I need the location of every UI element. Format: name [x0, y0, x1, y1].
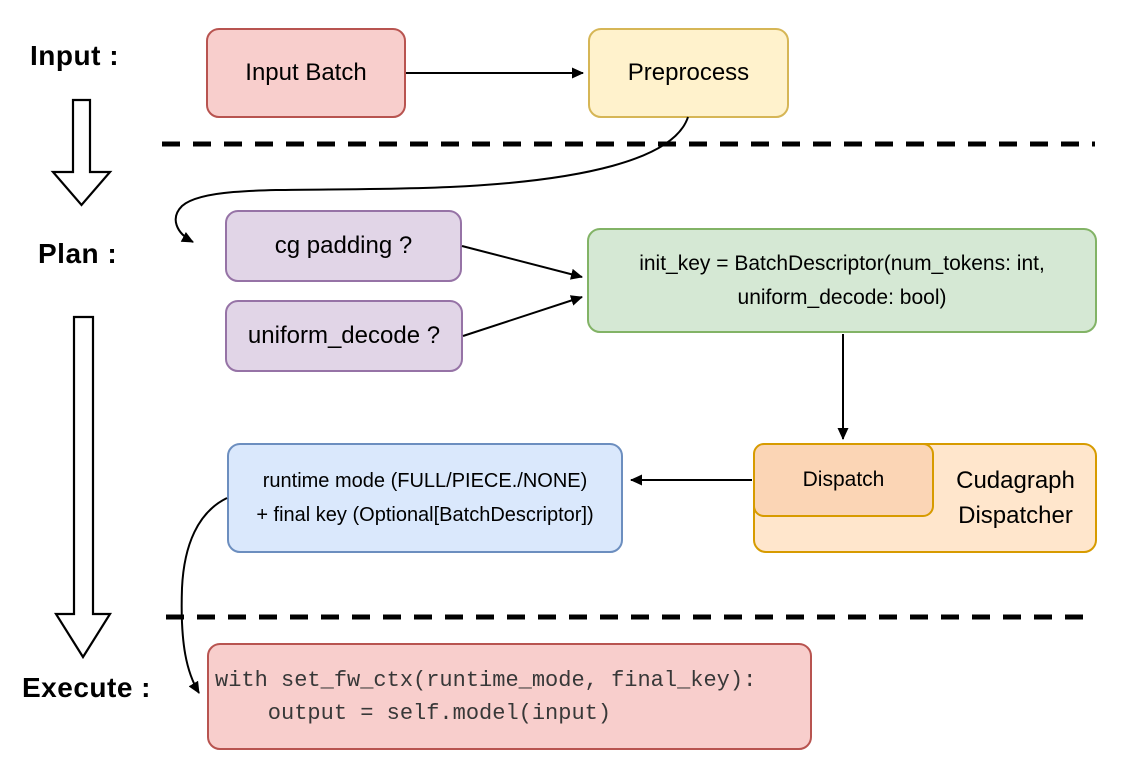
- node-init-key-line1: init_key = BatchDescriptor(num_tokens: i…: [639, 251, 1045, 275]
- node-cudagraph-dispatcher-label: Cudagraph Dispatcher: [956, 467, 1075, 529]
- node-uniform-decode-label: uniform_decode ?: [247, 322, 441, 349]
- execute-code-line1: with set_fw_ctx(runtime_mode, final_key)…: [215, 667, 757, 693]
- execute-code-line2: output = self.model(input): [215, 700, 612, 726]
- node-init-key-line2: uniform_decode: bool): [737, 285, 947, 309]
- node-preprocess-label: Preprocess: [627, 59, 750, 86]
- plan-flow-arrow: [54, 315, 112, 660]
- input-flow-arrow: [50, 98, 113, 207]
- node-preprocess: Preprocess: [588, 28, 789, 118]
- section-label-execute: Execute :: [22, 672, 151, 703]
- node-input-batch: Input Batch: [206, 28, 406, 118]
- node-runtime-result: runtime mode (FULL/PIECE./NONE) + final …: [227, 443, 623, 553]
- connector-uniform-decode-to-init-key: [462, 295, 583, 337]
- node-execute-code: with set_fw_ctx(runtime_mode, final_key)…: [207, 643, 812, 750]
- node-cg-padding-label: cg padding ?: [274, 232, 413, 259]
- node-uniform-decode: uniform_decode ?: [225, 300, 463, 372]
- section-label-input: Input :: [30, 40, 120, 71]
- node-input-batch-label: Input Batch: [245, 59, 367, 86]
- node-init-key: init_key = BatchDescriptor(num_tokens: i…: [587, 228, 1097, 333]
- node-runtime-result-line2: + final key (Optional[BatchDescriptor]): [256, 504, 594, 526]
- node-dispatch-label: Dispatch: [802, 467, 885, 491]
- connector-cg-padding-to-init-key: [461, 245, 583, 280]
- node-runtime-result-line1: runtime mode (FULL/PIECE./NONE): [262, 470, 588, 492]
- node-dispatch: Dispatch: [753, 443, 934, 517]
- section-label-plan: Plan :: [38, 238, 118, 269]
- node-cg-padding: cg padding ?: [225, 210, 462, 282]
